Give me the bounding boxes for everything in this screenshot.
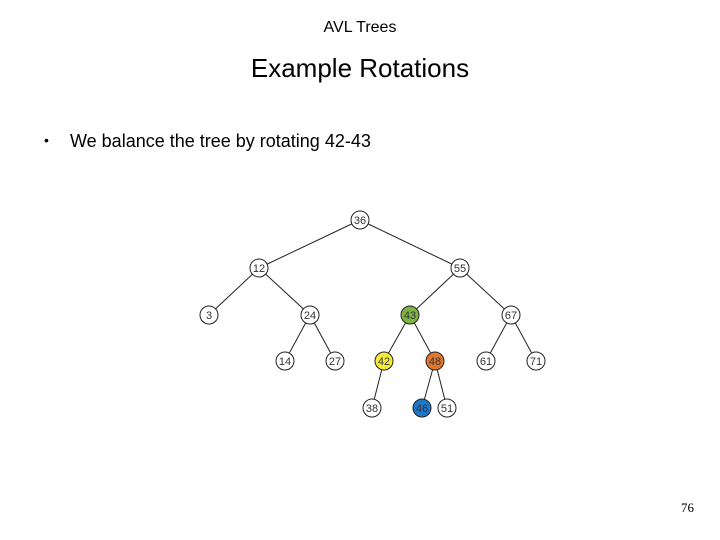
tree-node-circle <box>374 351 394 371</box>
tree-node-14: 14 <box>275 351 295 371</box>
tree-node-3: 3 <box>199 305 219 325</box>
tree-edge-36-55 <box>359 219 461 269</box>
tree-edge-36-12 <box>258 219 361 269</box>
tree-node-label: 51 <box>441 403 453 415</box>
tree-edge-12-24 <box>258 267 311 316</box>
tree-node-61: 61 <box>476 351 496 371</box>
tree-edge-12-3 <box>208 267 260 316</box>
tree-node-circle <box>325 351 345 371</box>
page-number: 76 <box>681 500 694 515</box>
tree-node-71: 71 <box>526 351 546 371</box>
tree-node-label: 48 <box>429 356 441 368</box>
slide-title: Example Rotations <box>250 53 470 83</box>
tree-node-label: 3 <box>206 310 212 322</box>
tree-node-circle <box>450 258 470 278</box>
tree-node-circle <box>501 305 521 325</box>
tree-node-circle <box>400 305 420 325</box>
bullet-icon: • <box>44 132 49 148</box>
tree-node-43: 43 <box>400 305 420 325</box>
header-title: AVL Trees <box>323 19 397 36</box>
tree-node-circle <box>362 398 382 418</box>
bullet-item: • We balance the tree by rotating 42-43 <box>44 131 371 152</box>
tree-nodes: 36 12 55 3 24 43 67 14 27 42 48 61 71 38 46 51 <box>199 210 546 418</box>
tree-node-label: 61 <box>480 356 492 368</box>
tree-node-12: 12 <box>249 258 269 278</box>
tree-node-circle <box>199 305 219 325</box>
tree-node-46: 46 <box>412 398 432 418</box>
tree-node-label: 38 <box>366 403 378 415</box>
tree-node-42: 42 <box>374 351 394 371</box>
bullet-text: We balance the tree by rotating 42-43 <box>70 131 371 151</box>
tree-node-circle <box>249 258 269 278</box>
tree-node-36: 36 <box>350 210 370 230</box>
tree-node-label: 43 <box>404 310 416 322</box>
tree-node-circle <box>412 398 432 418</box>
tree-node-circle <box>476 351 496 371</box>
tree-node-27: 27 <box>325 351 345 371</box>
tree-node-48: 48 <box>425 351 445 371</box>
tree-edge-55-43 <box>409 267 461 316</box>
tree-node-circle <box>300 305 320 325</box>
tree-node-label: 27 <box>329 356 341 368</box>
tree-node-51: 51 <box>437 398 457 418</box>
tree-node-circle <box>425 351 445 371</box>
tree-node-label: 14 <box>279 356 291 368</box>
tree-edges <box>208 219 537 409</box>
tree-node-label: 36 <box>354 215 366 227</box>
tree-edge-55-67 <box>459 267 512 316</box>
tree-node-label: 12 <box>253 263 265 275</box>
tree-node-circle <box>437 398 457 418</box>
tree-node-circle <box>526 351 546 371</box>
tree-node-label: 24 <box>304 310 316 322</box>
tree-node-label: 42 <box>378 356 390 368</box>
tree-node-circle <box>275 351 295 371</box>
tree-node-circle <box>350 210 370 230</box>
tree-node-24: 24 <box>300 305 320 325</box>
tree-node-label: 46 <box>416 403 428 415</box>
tree-node-38: 38 <box>362 398 382 418</box>
tree-node-55: 55 <box>450 258 470 278</box>
tree-node-label: 71 <box>530 356 542 368</box>
tree-node-label: 67 <box>505 310 517 322</box>
tree-node-67: 67 <box>501 305 521 325</box>
tree-node-label: 55 <box>454 263 466 275</box>
